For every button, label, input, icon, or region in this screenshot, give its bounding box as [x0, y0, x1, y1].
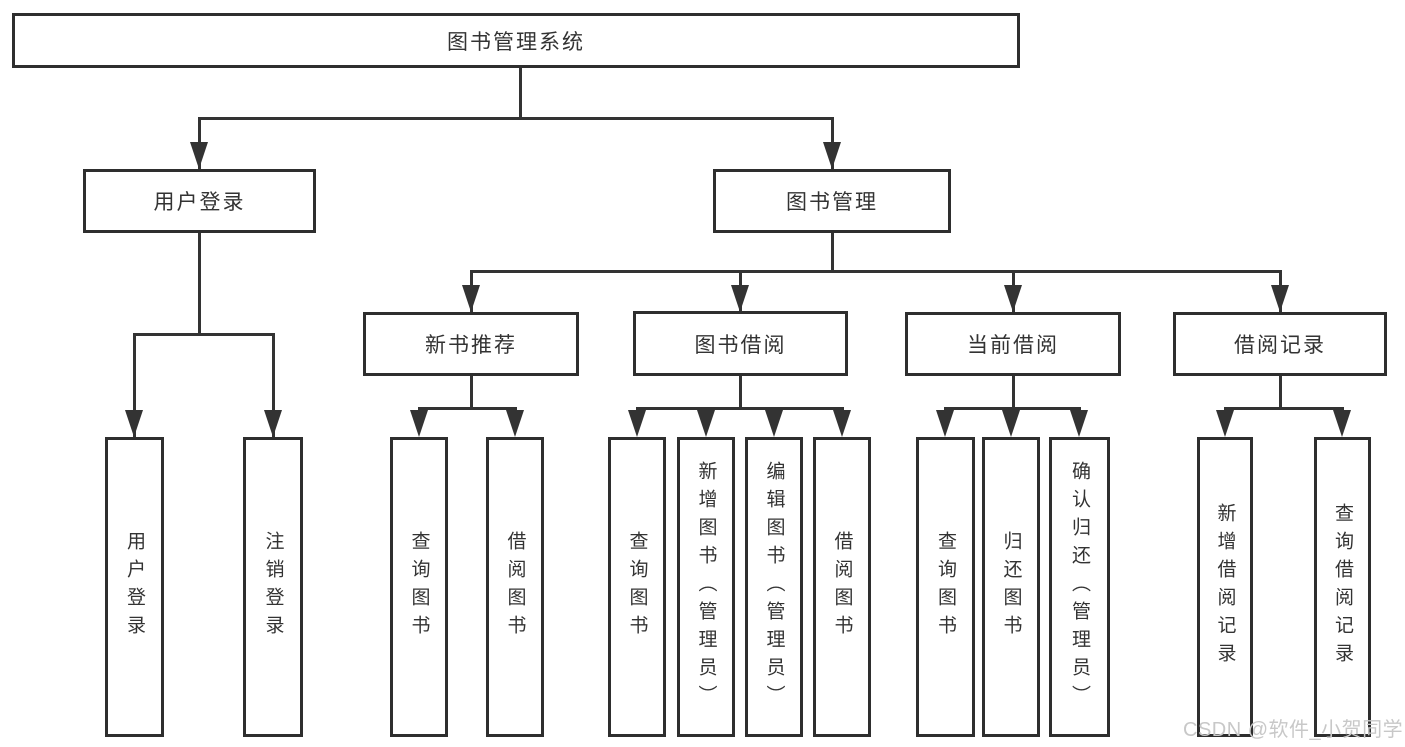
leaf-borrow-books-recommend: 借阅图书: [486, 437, 544, 737]
leaf-add-book-admin: 新增图书（管理员）: [677, 437, 735, 737]
connector-line: [198, 117, 834, 120]
leaf-borrow-books: 借阅图书: [813, 437, 871, 737]
arrow-down-icon: [1002, 410, 1020, 437]
leaf-edit-book-admin: 编辑图书（管理员）: [745, 437, 803, 737]
leaf-borrow-books-recommend-label: 借阅图书: [504, 531, 526, 643]
arrow-down-icon: [1271, 285, 1289, 312]
arrow-down-icon: [506, 410, 524, 437]
node-new-book-recommend: 新书推荐: [363, 312, 579, 376]
node-current-borrowing: 当前借阅: [905, 312, 1121, 376]
leaf-return-book-label: 归还图书: [1000, 531, 1022, 643]
node-borrow-records-label: 借阅记录: [1234, 334, 1326, 357]
node-root: 图书管理系统: [12, 13, 1020, 68]
connector-line: [470, 270, 1282, 273]
connector-line: [133, 333, 136, 437]
arrow-down-icon: [697, 410, 715, 437]
leaf-logout: 注销登录: [243, 437, 303, 737]
leaf-edit-book-admin-label: 编辑图书（管理员）: [763, 461, 785, 713]
node-current-borrowing-label: 当前借阅: [967, 334, 1059, 357]
leaf-borrow-books-label: 借阅图书: [831, 531, 853, 643]
connector-line: [944, 407, 1081, 410]
leaf-logout-label: 注销登录: [262, 531, 284, 643]
connector-line: [1012, 376, 1015, 410]
leaf-user-login-label: 用户登录: [124, 531, 145, 643]
node-book-borrowing-label: 图书借阅: [694, 333, 787, 357]
connector-line: [1279, 376, 1282, 410]
node-root-label: 图书管理系统: [447, 30, 585, 54]
arrow-down-icon: [936, 410, 954, 437]
leaf-confirm-return-admin-label: 确认归还（管理员）: [1069, 461, 1090, 713]
leaf-query-books-borrowing: 查询图书: [608, 437, 666, 737]
node-book-management: 图书管理: [713, 169, 951, 233]
arrow-down-icon: [410, 410, 428, 437]
node-new-book-recommend-label: 新书推荐: [425, 334, 517, 357]
arrow-down-icon: [628, 410, 646, 437]
arrow-down-icon: [1333, 410, 1351, 437]
connector-line: [272, 333, 275, 437]
leaf-query-borrow-record: 查询借阅记录: [1314, 437, 1371, 737]
leaf-return-book: 归还图书: [982, 437, 1040, 737]
node-user-login: 用户登录: [83, 169, 316, 233]
arrow-down-icon: [833, 410, 851, 437]
leaf-query-books-current-label: 查询图书: [935, 531, 956, 643]
leaf-user-login: 用户登录: [105, 437, 164, 737]
node-book-borrowing: 图书借阅: [633, 311, 848, 376]
connector-line: [418, 407, 517, 410]
arrow-down-icon: [190, 142, 208, 169]
connector-line: [519, 68, 522, 120]
leaf-add-book-admin-label: 新增图书（管理员）: [695, 461, 717, 713]
node-user-login-label: 用户登录: [153, 191, 246, 214]
arrow-down-icon: [264, 410, 282, 437]
connector-line: [636, 407, 844, 410]
arrow-down-icon: [1216, 410, 1234, 437]
leaf-query-books-borrowing-label: 查询图书: [626, 531, 648, 643]
connector-line: [831, 233, 834, 273]
arrow-down-icon: [823, 142, 841, 169]
connector-line: [739, 376, 742, 410]
leaf-add-borrow-record-label: 新增借阅记录: [1214, 503, 1236, 671]
leaf-confirm-return-admin: 确认归还（管理员）: [1049, 437, 1110, 737]
arrow-down-icon: [731, 285, 749, 312]
leaf-query-borrow-record-label: 查询借阅记录: [1332, 503, 1353, 671]
arrow-down-icon: [125, 410, 143, 437]
leaf-query-books-recommend: 查询图书: [390, 437, 448, 737]
connector-line: [133, 333, 275, 336]
connector-line: [1224, 407, 1344, 410]
leaf-query-books-recommend-label: 查询图书: [408, 531, 430, 643]
leaf-add-borrow-record: 新增借阅记录: [1197, 437, 1253, 737]
watermark: CSDN @软件_小贺同学: [1183, 719, 1404, 741]
connector-line: [198, 233, 201, 336]
leaf-query-books-current: 查询图书: [916, 437, 975, 737]
arrow-down-icon: [1004, 285, 1022, 312]
node-book-management-label: 图书管理: [786, 191, 878, 214]
arrow-down-icon: [1070, 410, 1088, 437]
arrow-down-icon: [462, 285, 480, 312]
node-borrow-records: 借阅记录: [1173, 312, 1387, 376]
arrow-down-icon: [765, 410, 783, 437]
connector-line: [470, 376, 473, 410]
